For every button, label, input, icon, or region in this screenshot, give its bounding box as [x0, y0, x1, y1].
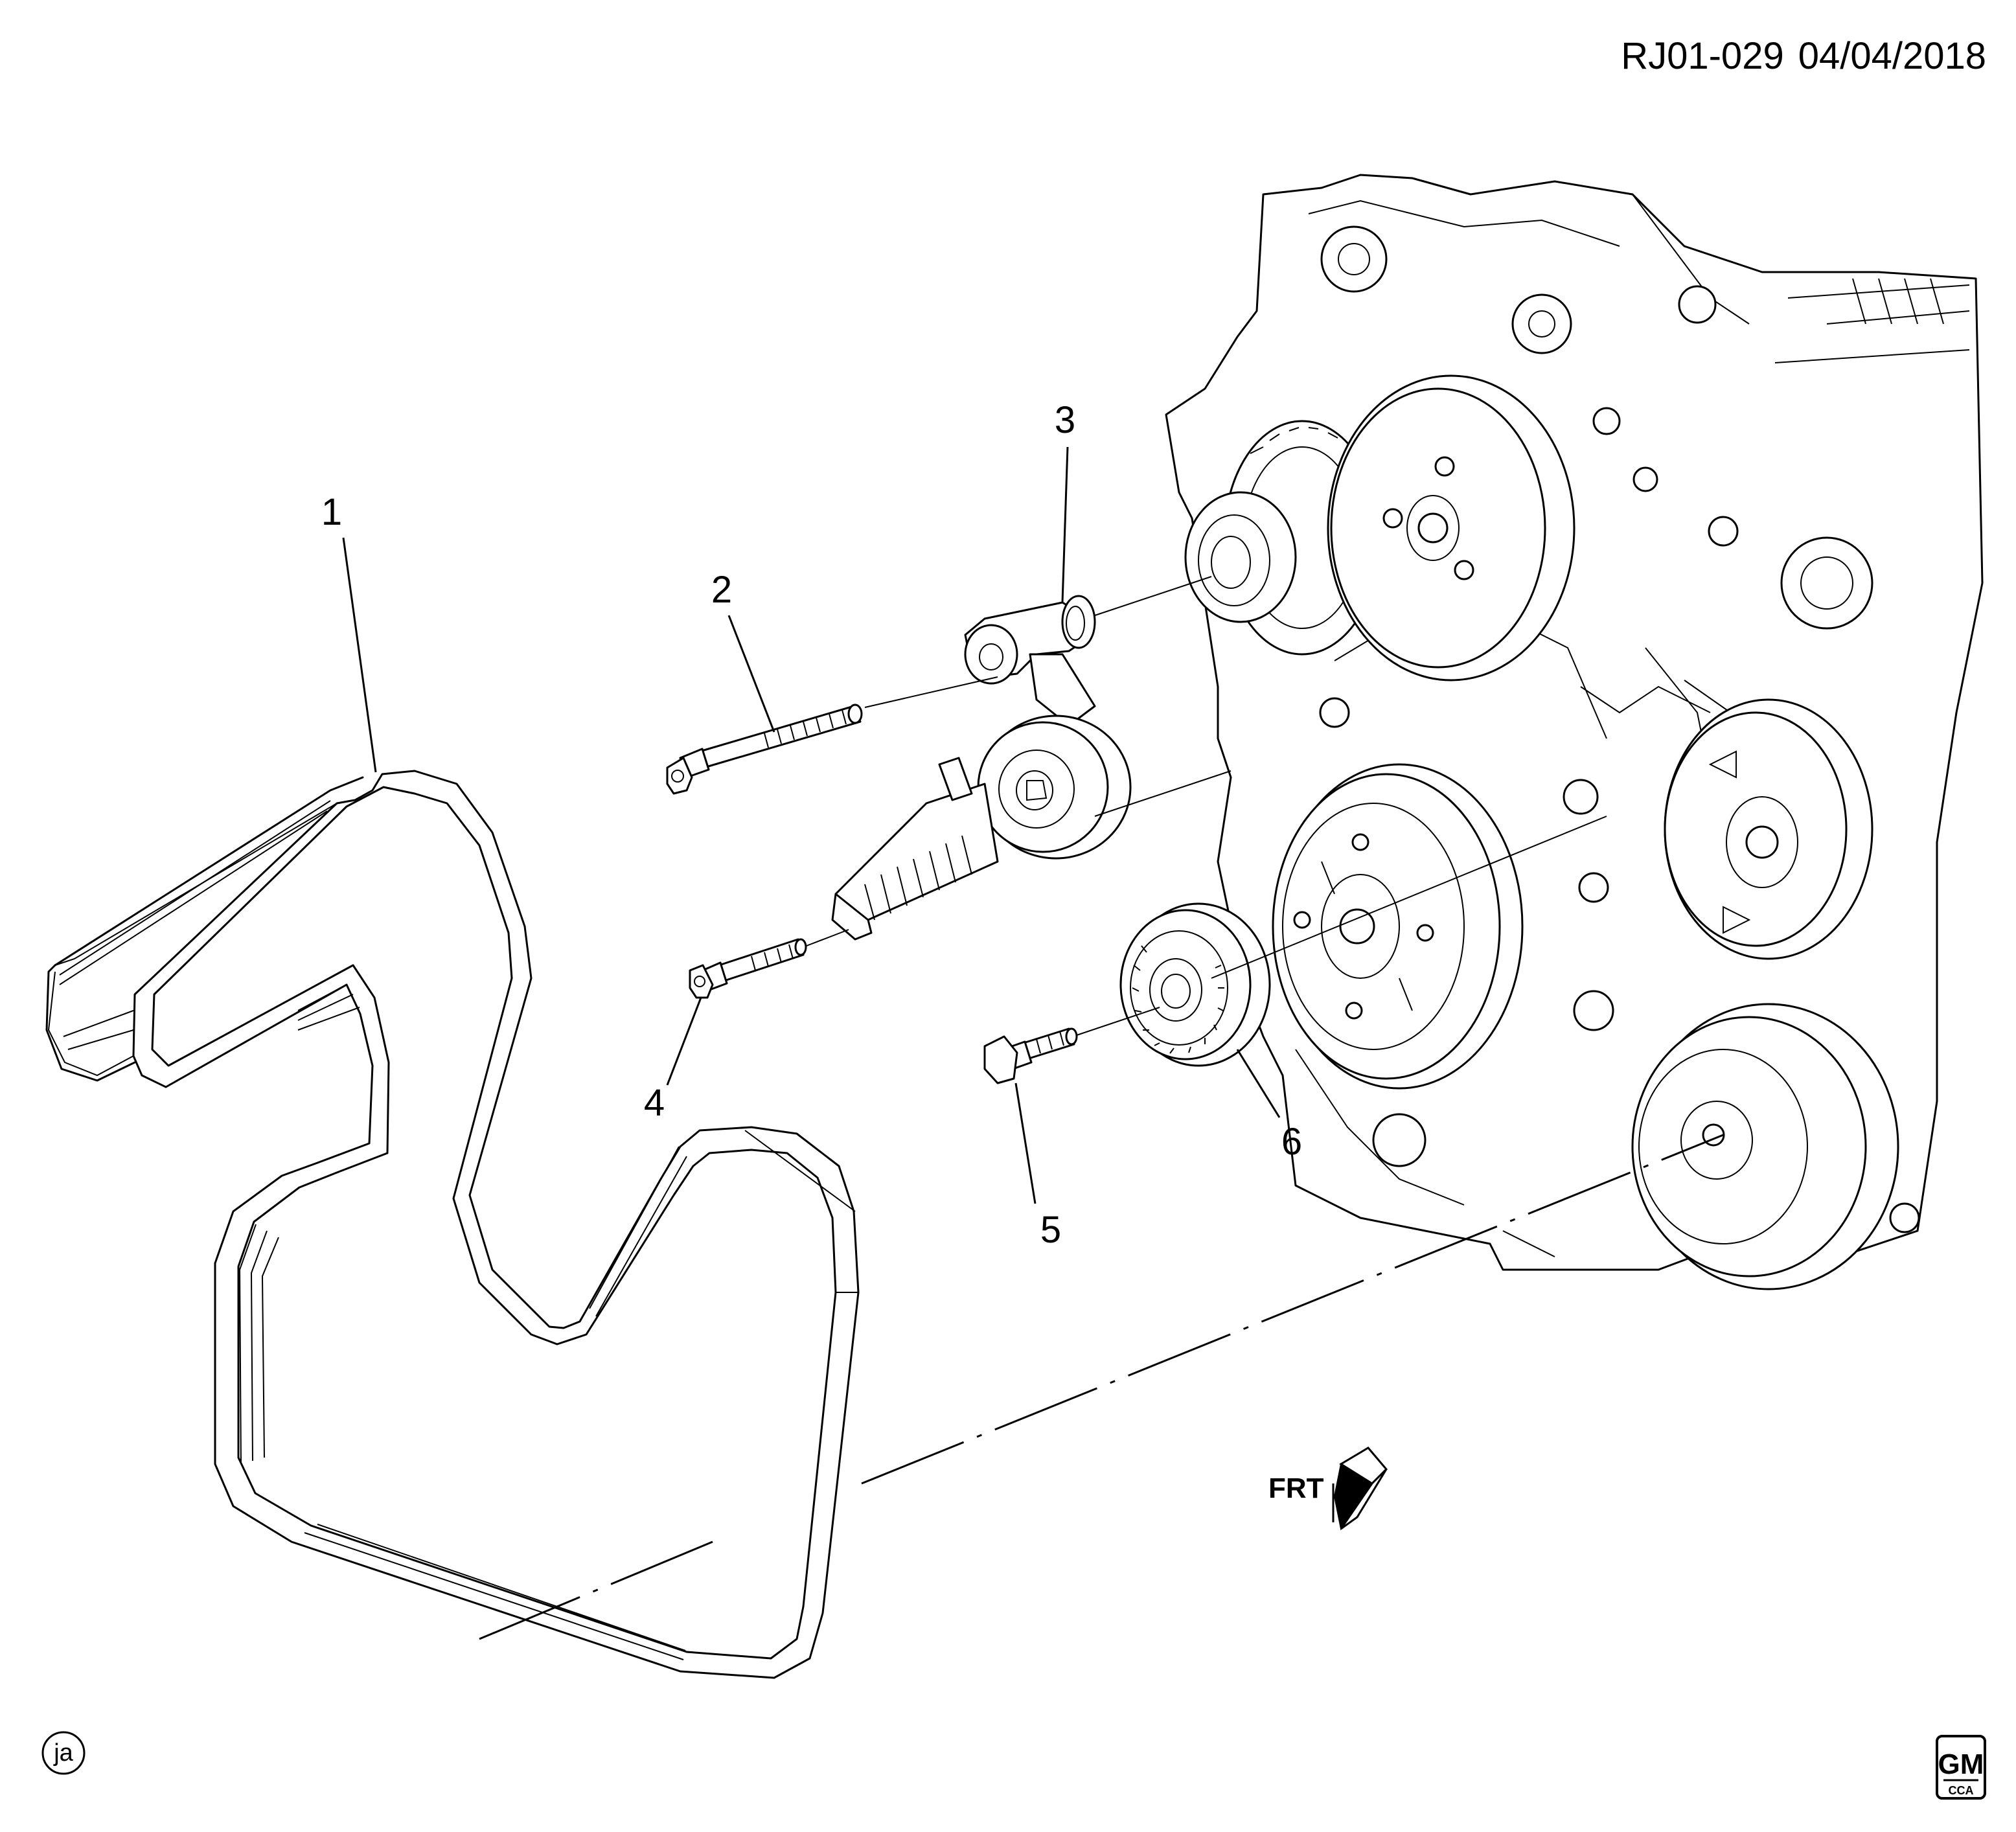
gm-logo-text: GM	[1938, 1748, 1984, 1780]
header-text: RJ01-029 04/04/2018	[1621, 35, 1986, 77]
tensioner-bolt-short	[689, 938, 807, 999]
tensioner-bolt-long	[666, 704, 863, 795]
callout-label-3: 3	[1055, 399, 1075, 441]
ac-compressor-pulley	[1631, 1003, 1899, 1290]
callout-2: 2	[711, 569, 775, 733]
callout-label-2: 2	[711, 569, 732, 611]
alignment-lines	[479, 576, 1724, 1640]
gm-logo-subtext: CCA	[1949, 1784, 1974, 1797]
front-indicator-label: FRT	[1268, 1472, 1324, 1504]
illustrator-initials: ja	[53, 1739, 73, 1767]
serpentine-belt	[45, 770, 860, 1679]
callout-4: 4	[644, 997, 702, 1124]
callout-6: 6	[1236, 1049, 1302, 1163]
leader-line-2	[727, 615, 775, 733]
illustrator-mark: ja	[41, 1731, 86, 1775]
front-arrow-icon	[1332, 1447, 1388, 1531]
leader-line-5	[1014, 1082, 1037, 1204]
diagram-date: 04/04/2018	[1798, 35, 1986, 77]
callout-label-4: 4	[644, 1082, 665, 1124]
callout-3: 3	[1055, 399, 1075, 603]
callout-label-1: 1	[321, 491, 342, 533]
callout-label-6: 6	[1281, 1121, 1302, 1163]
diagram-id: RJ01-029	[1621, 35, 1783, 77]
callout-1: 1	[321, 491, 377, 773]
crankshaft-pulley	[1272, 763, 1524, 1090]
idler-pulley	[1119, 902, 1271, 1067]
leader-line-6	[1236, 1049, 1281, 1118]
front-indicator: FRT	[1268, 1447, 1388, 1531]
idler-pulley-bolt	[983, 1027, 1078, 1084]
engine-assembly	[1165, 174, 1984, 1290]
water-pump-pulley	[1327, 374, 1575, 681]
callout-label-5: 5	[1040, 1209, 1061, 1251]
gm-logo: GM CCA	[1936, 1735, 1986, 1800]
leader-line-4	[666, 997, 702, 1086]
leader-line-3	[1061, 446, 1069, 603]
callout-5: 5	[1014, 1082, 1061, 1251]
leader-line-1	[342, 537, 377, 773]
drive-belt-tensioner	[831, 595, 1132, 941]
power-steering-pulley	[1664, 698, 1873, 960]
